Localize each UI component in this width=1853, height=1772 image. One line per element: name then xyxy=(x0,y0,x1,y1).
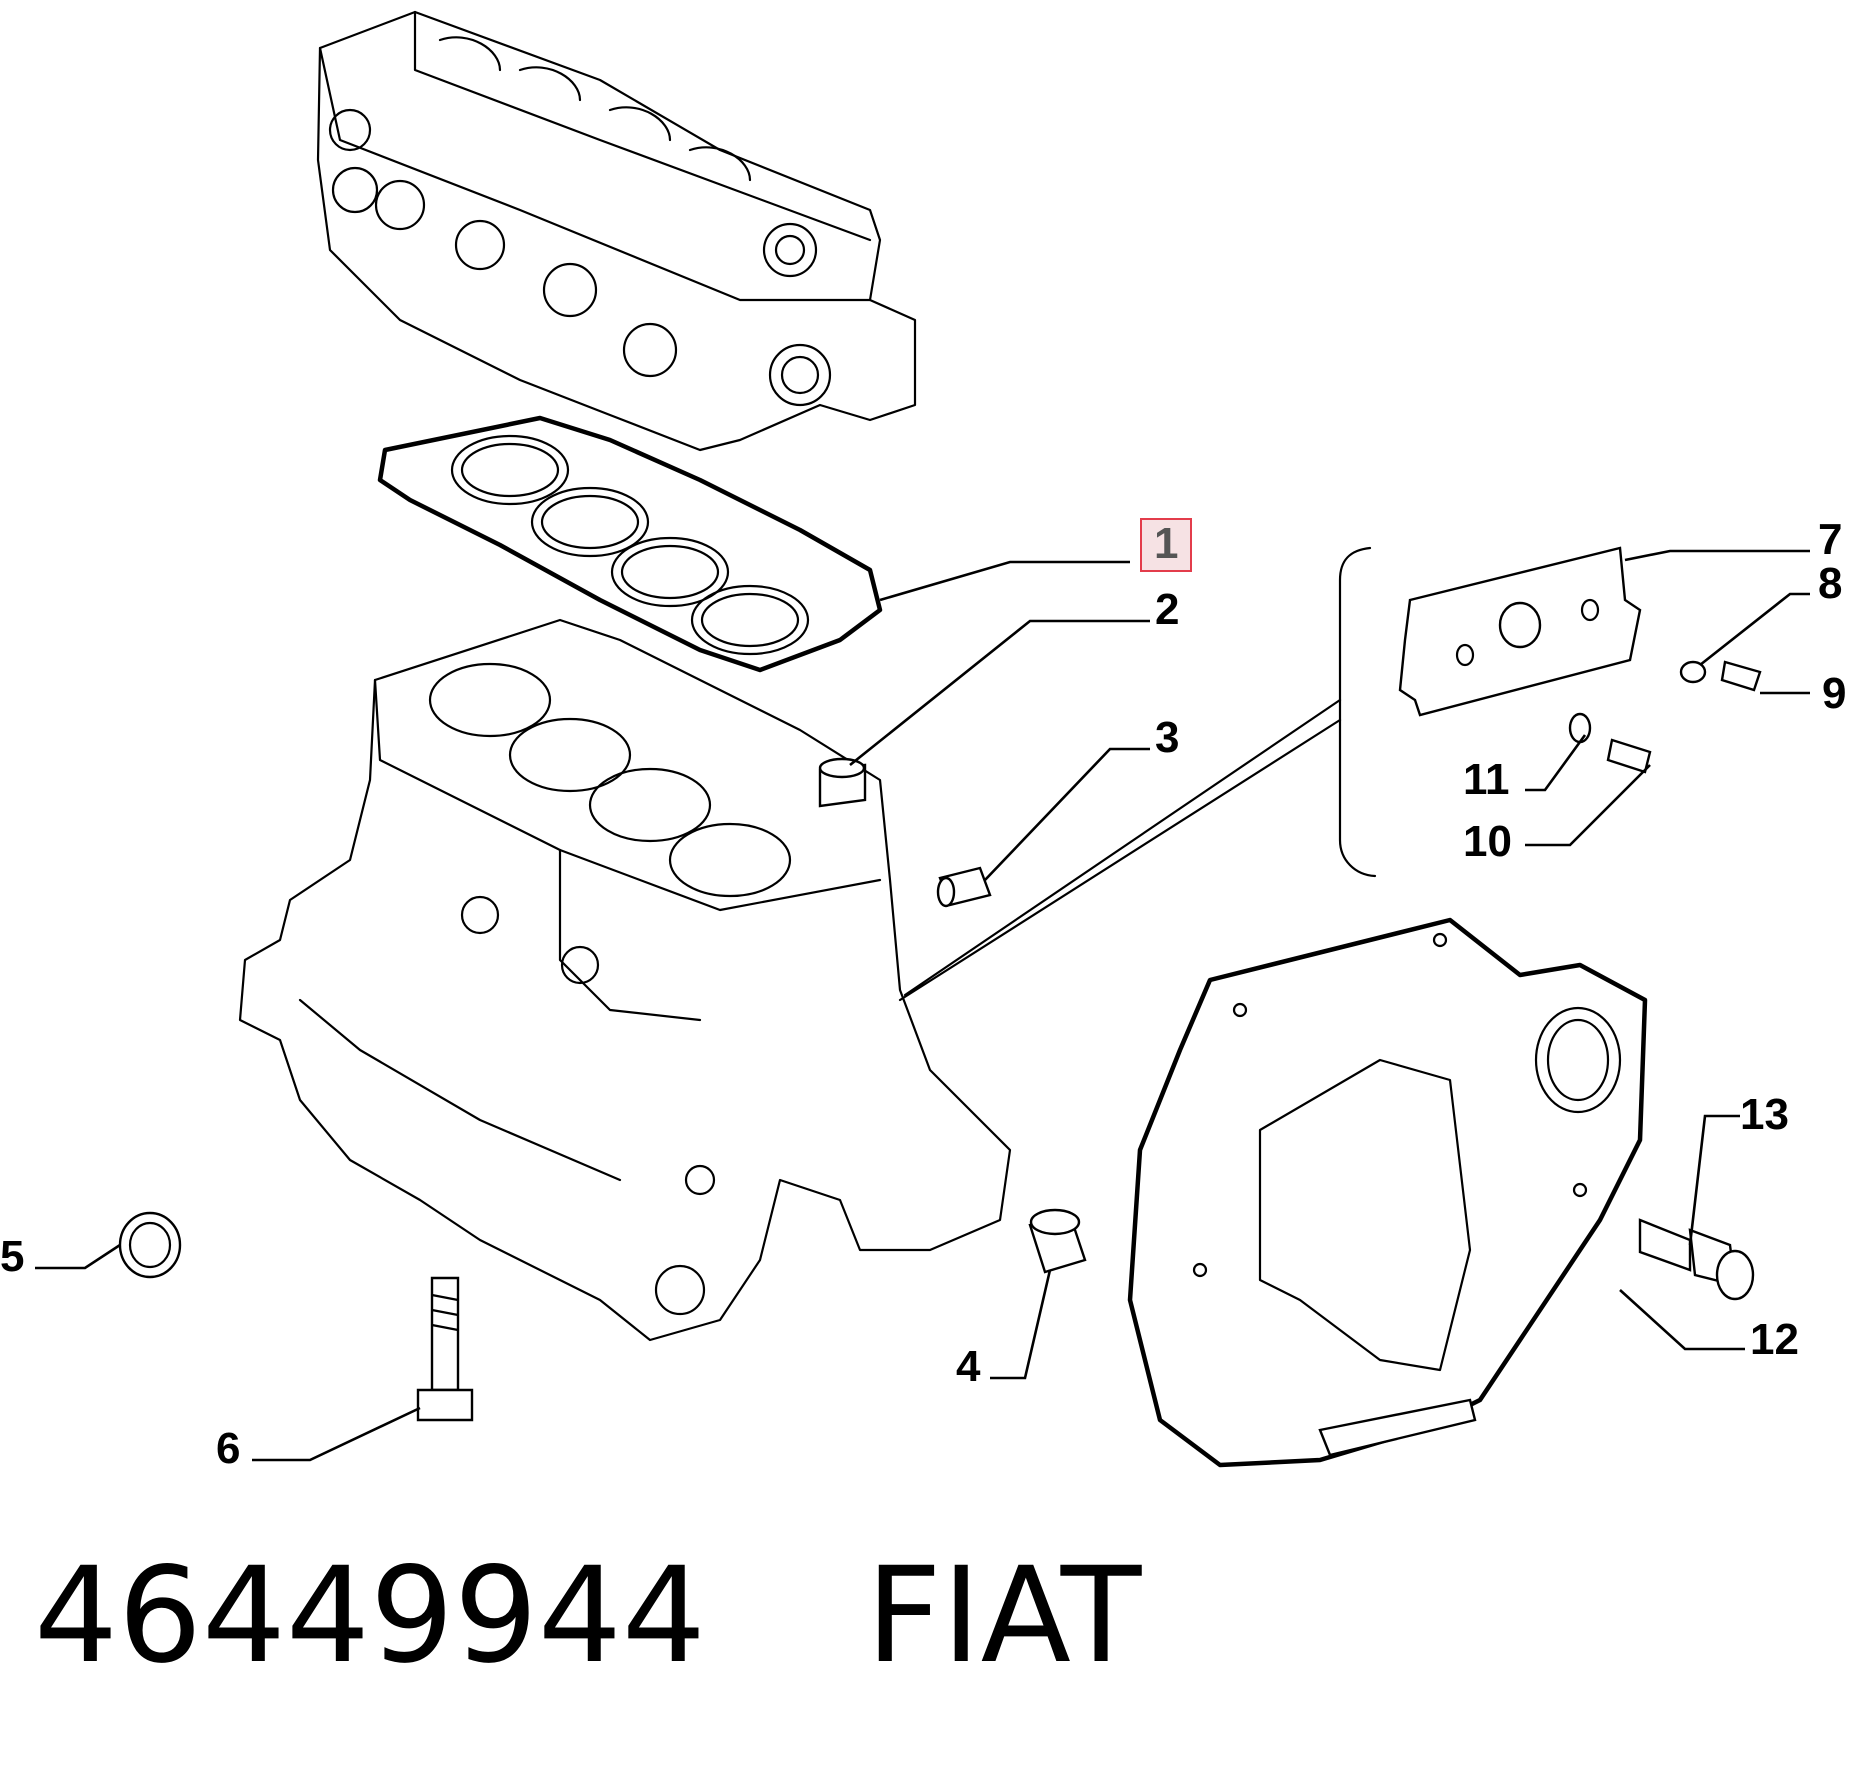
callout-7[interactable]: 7 xyxy=(1818,515,1843,564)
callout-4[interactable]: 4 xyxy=(956,1342,981,1391)
bracket-assembly-drawing xyxy=(1338,546,1762,878)
dowel-bushing-drawing xyxy=(818,757,867,808)
cover-plate-drawing xyxy=(1127,917,1648,1468)
plug-drawing xyxy=(936,866,992,908)
callout-12[interactable]: 12 xyxy=(1750,1315,1799,1364)
part-number: 46449944 xyxy=(34,1539,706,1693)
callout-6[interactable]: 6 xyxy=(216,1424,241,1473)
callout-2[interactable]: 2 xyxy=(1155,585,1180,634)
seal-ring-drawing xyxy=(118,1211,182,1279)
callout-13[interactable]: 13 xyxy=(1740,1090,1789,1139)
callout-5[interactable]: 5 xyxy=(0,1232,25,1281)
callout-9[interactable]: 9 xyxy=(1822,669,1847,718)
bolt-drawing xyxy=(416,1276,474,1422)
cylinder-head-drawing xyxy=(316,10,917,452)
screw-drawing xyxy=(1638,1218,1755,1301)
engine-block-drawing xyxy=(238,618,1012,1342)
callout-8[interactable]: 8 xyxy=(1818,559,1843,608)
callout-10[interactable]: 10 xyxy=(1463,817,1512,866)
callout-11[interactable]: 11 xyxy=(1463,755,1510,804)
callout-1[interactable]: 1 xyxy=(1140,518,1193,572)
brand-name: FIAT xyxy=(865,1539,1142,1693)
leader-lines xyxy=(35,549,1810,1462)
part-footer: 46449944 FIAT xyxy=(34,1550,1141,1682)
bushing-drawing xyxy=(1028,1208,1087,1274)
head-gasket-drawing xyxy=(377,415,883,673)
callout-3[interactable]: 3 xyxy=(1155,713,1180,762)
